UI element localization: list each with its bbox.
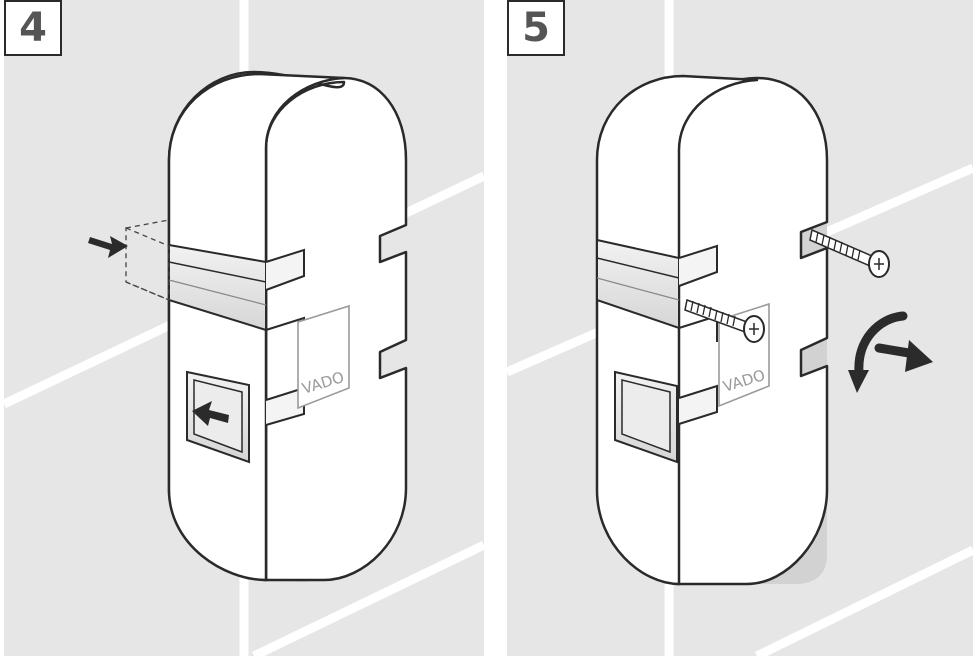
step-4-panel: VADO 4	[4, 0, 484, 656]
insert-arrow-icon	[88, 236, 128, 258]
wall-bracket: VADO	[595, 74, 829, 586]
wall-bracket: VADO	[167, 70, 408, 582]
step-number-badge: 4	[4, 0, 62, 56]
screw-icon	[809, 228, 890, 278]
step-number-badge: 5	[507, 0, 565, 56]
screw-icon	[684, 298, 765, 343]
step-5-illustration: VADO	[507, 0, 973, 656]
step-4-illustration: VADO	[4, 0, 484, 656]
rotate-clockwise-icon	[848, 311, 933, 393]
slide-arrow-icon	[192, 401, 229, 426]
step-5-panel: VADO	[507, 0, 973, 656]
